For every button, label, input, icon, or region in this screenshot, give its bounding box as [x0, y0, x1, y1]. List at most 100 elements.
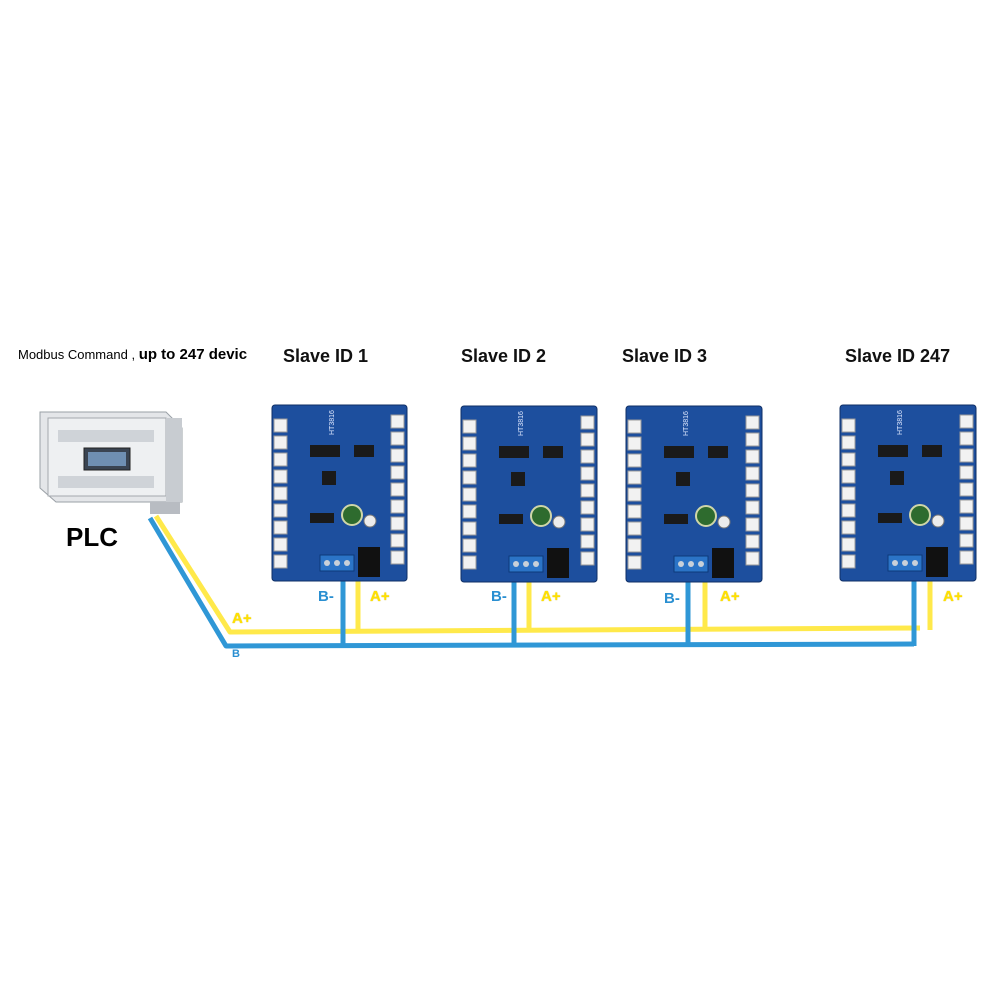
slave-title-3: Slave ID 3: [622, 346, 708, 366]
bus-a-label: A+: [232, 610, 252, 627]
plc-label: PLC: [66, 522, 118, 552]
left-connector: [273, 452, 288, 467]
ic-chip: [310, 445, 340, 457]
ic-chip: [354, 445, 374, 457]
left-connector: [273, 554, 288, 569]
right-connector: [580, 517, 595, 532]
right-connector: [390, 550, 405, 565]
left-connector: [841, 435, 856, 450]
board-model-text: HT3816: [897, 410, 904, 435]
ic-chip: [543, 446, 563, 458]
ic-chip: [664, 446, 694, 458]
slave-3-b-label: B-: [664, 590, 680, 607]
left-connector: [462, 487, 477, 502]
ic-chip: [878, 513, 902, 523]
terminal-screw: [678, 561, 684, 567]
ic-chip: [499, 446, 529, 458]
slave-1-b-label: B-: [318, 588, 334, 605]
terminal-screw: [324, 560, 330, 566]
slave-board-2: HT3816: [460, 405, 598, 583]
left-connector: [273, 435, 288, 450]
ic-chip: [511, 472, 525, 486]
slave-title-1: Slave ID 1: [283, 346, 369, 366]
left-connector: [627, 470, 642, 485]
left-connector: [462, 453, 477, 468]
terminal-screw: [688, 561, 694, 567]
right-connector: [959, 465, 974, 480]
right-connector: [580, 466, 595, 481]
right-connector: [959, 414, 974, 429]
ic-chip: [708, 446, 728, 458]
right-connector: [390, 465, 405, 480]
terminal-screw: [912, 560, 918, 566]
left-connector: [627, 436, 642, 451]
left-connector: [627, 453, 642, 468]
right-connector: [390, 482, 405, 497]
dc-jack: [547, 548, 569, 578]
right-connector: [745, 449, 760, 464]
left-connector: [273, 486, 288, 501]
terminal-screw: [892, 560, 898, 566]
left-connector: [462, 538, 477, 553]
right-connector: [390, 533, 405, 548]
ic-chip: [322, 471, 336, 485]
right-connector: [745, 517, 760, 532]
right-connector: [745, 415, 760, 430]
ic-chip: [664, 514, 688, 524]
capacitor: [695, 505, 717, 527]
ic-chip: [676, 472, 690, 486]
right-connector: [580, 534, 595, 549]
right-connector: [580, 449, 595, 464]
capacitor: [552, 515, 566, 529]
slave-board-4: HT3816: [839, 404, 977, 582]
bus-b-label: B: [232, 648, 240, 660]
dc-jack: [926, 547, 948, 577]
terminal-screw: [523, 561, 529, 567]
right-connector: [390, 448, 405, 463]
right-connector: [390, 431, 405, 446]
left-connector: [462, 470, 477, 485]
left-connector: [462, 436, 477, 451]
right-connector: [580, 432, 595, 447]
left-connector: [841, 486, 856, 501]
left-connector: [462, 419, 477, 434]
terminal-screw: [334, 560, 340, 566]
caption-bold: up to 247 devic: [138, 346, 248, 363]
right-connector: [959, 533, 974, 548]
right-connector: [745, 483, 760, 498]
right-connector: [580, 415, 595, 430]
left-connector: [841, 503, 856, 518]
ic-chip: [310, 513, 334, 523]
ic-chip: [878, 445, 908, 457]
left-connector: [841, 469, 856, 484]
slave-3-a-label: A+: [720, 588, 740, 605]
terminal-screw: [344, 560, 350, 566]
dc-jack: [712, 548, 734, 578]
slave-2-b-label: B-: [491, 588, 507, 605]
capacitor: [363, 514, 377, 528]
capacitor: [717, 515, 731, 529]
right-connector: [580, 500, 595, 515]
right-connector: [959, 499, 974, 514]
left-connector: [841, 418, 856, 433]
left-connector: [627, 504, 642, 519]
right-connector: [959, 550, 974, 565]
terminal-screw: [698, 561, 704, 567]
terminal-screw: [902, 560, 908, 566]
left-connector: [627, 538, 642, 553]
board-model-text: HT3816: [518, 411, 525, 436]
left-connector: [273, 503, 288, 518]
left-connector: [841, 452, 856, 467]
left-connector: [627, 555, 642, 570]
capacitor: [931, 514, 945, 528]
slave-1-a-label: A+: [370, 588, 390, 605]
right-connector: [745, 500, 760, 515]
left-connector: [273, 520, 288, 535]
right-connector: [745, 534, 760, 549]
plc-device: [39, 411, 183, 514]
left-connector: [841, 554, 856, 569]
slave-board-1: HT3816: [271, 404, 408, 582]
capacitor: [530, 505, 552, 527]
